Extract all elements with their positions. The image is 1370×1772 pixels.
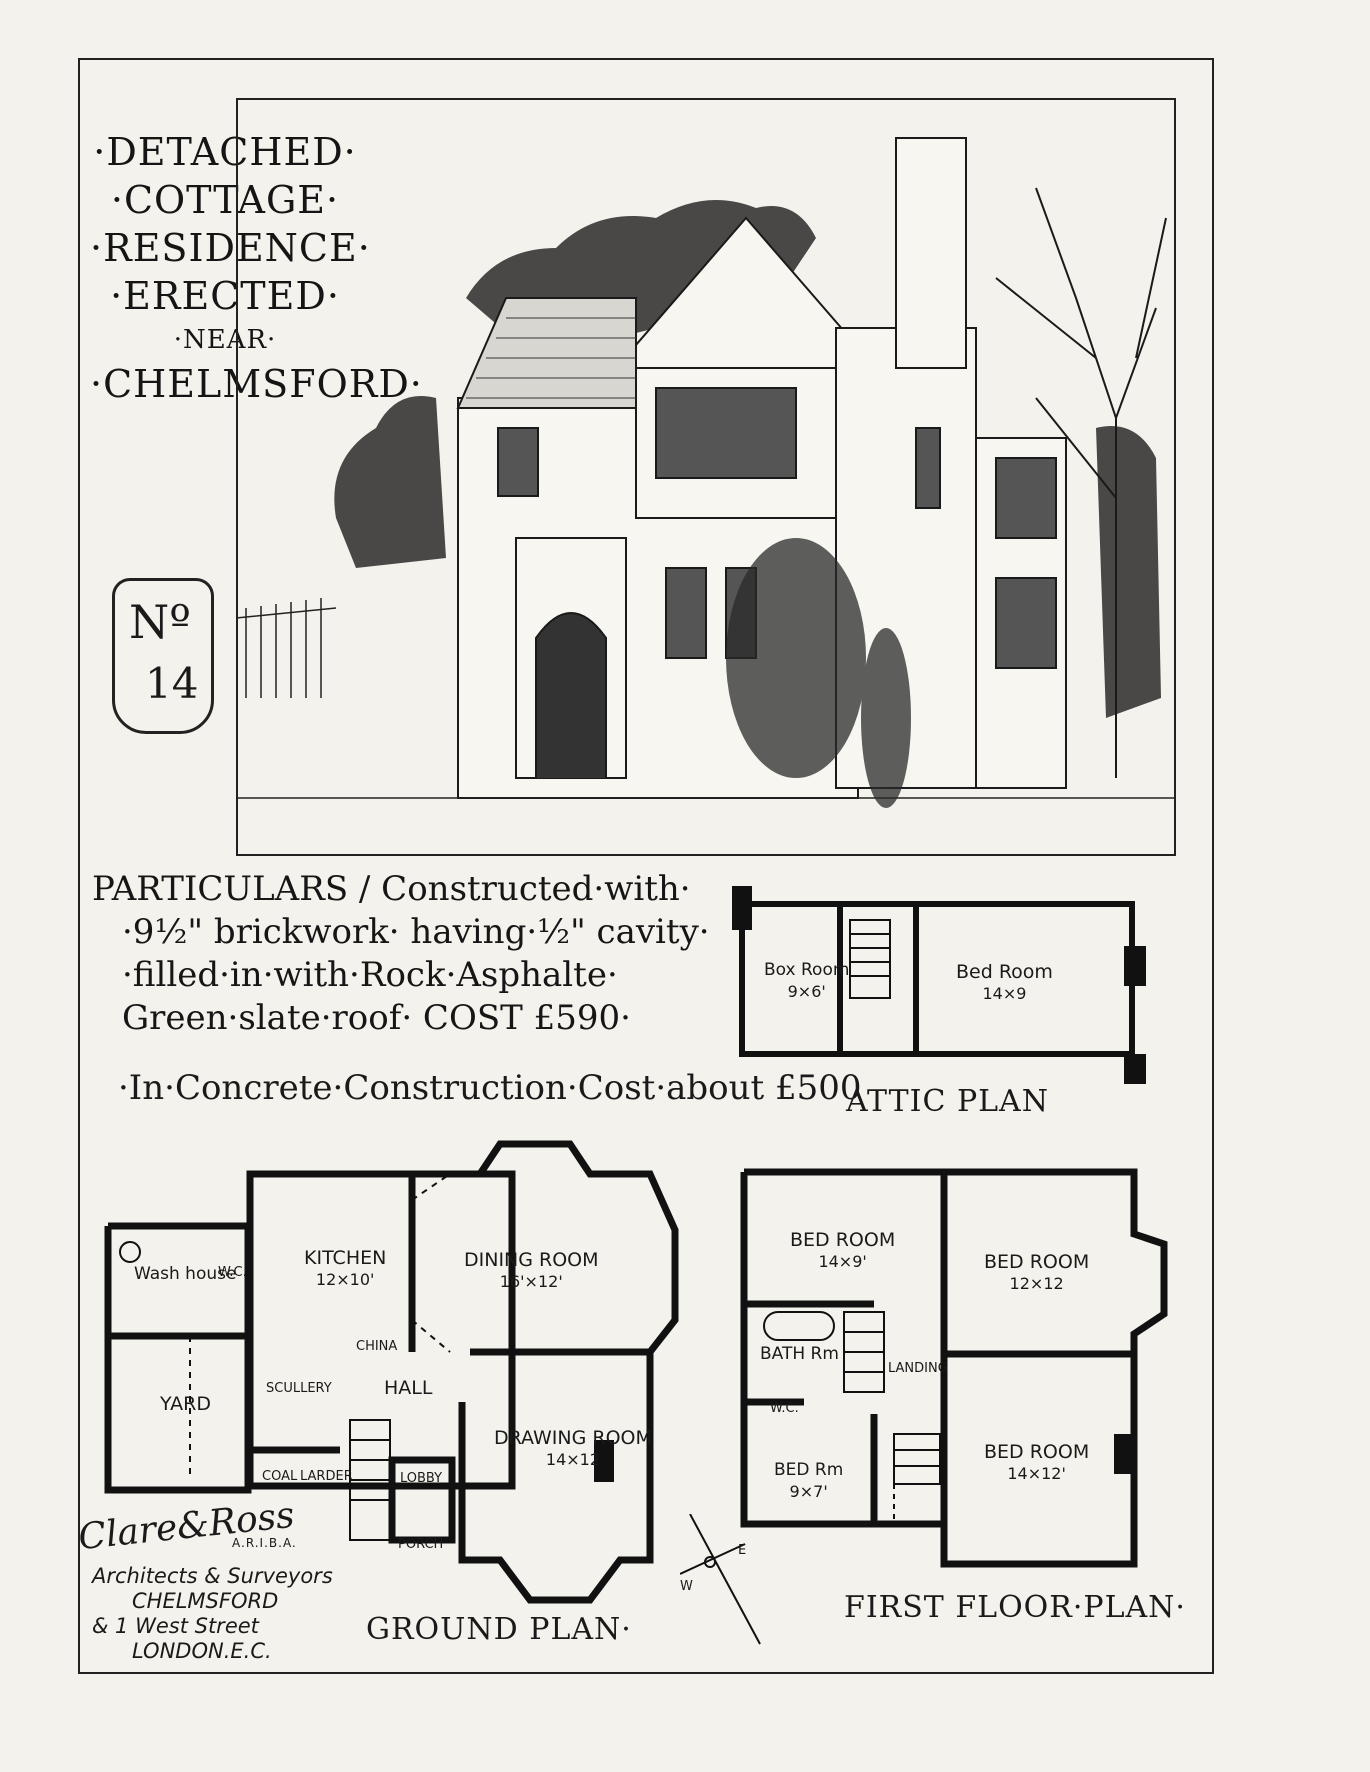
concrete-cost-line: ·In·Concrete·Construction·Cost·about £50… — [118, 1068, 862, 1108]
architect-address: Architects & Surveyors CHELMSFORD & 1 We… — [92, 1564, 333, 1664]
attic-box-room-name: Box Room — [764, 960, 850, 980]
page-frame — [78, 58, 1214, 1674]
ground-yard: YARD — [160, 1393, 211, 1415]
compass-east: E — [738, 1543, 747, 1558]
ground-kitchen: KITCHEN 12×10' — [304, 1248, 386, 1290]
first-bed-room-1-dims: 14×9' — [818, 1252, 867, 1271]
footer-line-2: CHELMSFORD — [132, 1589, 279, 1613]
first-bed-room-3-name: BED Rm — [774, 1460, 844, 1480]
number-plaque: Nº 14 — [112, 578, 214, 734]
particulars-line-3: ·filled·in·with·Rock·Asphalte· — [122, 955, 618, 995]
attic-plan-drawing — [732, 886, 1146, 1084]
attic-plan-label: ATTIC PLAN — [846, 1084, 1049, 1119]
ground-lobby: LOBBY — [400, 1471, 443, 1486]
first-bed-room-2-dims: 12×12 — [1009, 1274, 1064, 1293]
plaque-prefix: Nº — [129, 595, 191, 649]
attic-bed-room-dims: 14×9 — [982, 984, 1027, 1003]
first-bed-room-2-name: BED ROOM — [984, 1251, 1090, 1273]
first-bed-room-1: BED ROOM 14×9' — [790, 1230, 895, 1272]
ground-plan-label: GROUND PLAN· — [366, 1612, 632, 1647]
ground-china: CHINA — [356, 1339, 398, 1354]
particulars-line-1: PARTICULARS / Constructed·with· — [92, 869, 691, 909]
first-bed-room-3: BED Rm 9×7' — [774, 1460, 843, 1502]
particulars-line-2: ·9½" brickwork· having·½" cavity· — [122, 912, 710, 952]
ground-kitchen-dims: 12×10' — [315, 1270, 375, 1289]
title-line-5: ·NEAR· — [173, 325, 277, 355]
first-bed-room-4-dims: 14×12' — [1007, 1464, 1066, 1483]
first-landing: LANDING — [888, 1361, 948, 1376]
ground-wash-house: Wash house — [134, 1264, 237, 1284]
footer-line-4: LONDON.E.C. — [132, 1639, 272, 1663]
first-bath-room: BATH Rm — [760, 1344, 839, 1364]
title-line-1: ·DETACHED· — [93, 130, 357, 174]
ground-kitchen-name: KITCHEN — [304, 1247, 387, 1269]
attic-bed-room: Bed Room 14×9 — [956, 962, 1053, 1004]
title-line-2: ·COTTAGE· — [110, 178, 340, 222]
particulars-line-4: Green·slate·roof· COST £590· — [122, 998, 631, 1038]
first-wc: W.C. — [770, 1401, 799, 1416]
ground-larder: LARDER — [300, 1469, 353, 1484]
compass-icon — [680, 1514, 761, 1645]
first-bed-room-1-name: BED ROOM — [790, 1229, 896, 1251]
title-block: ·DETACHED· ·COTTAGE· ·RESIDENCE· ·ERECTE… — [90, 128, 422, 408]
architect-qualification: A.R.I.B.A. — [232, 1536, 297, 1550]
particulars-text: PARTICULARS / Constructed·with· ·9½" bri… — [92, 868, 752, 1040]
ground-hall: HALL — [384, 1377, 433, 1399]
title-line-4: ·ERECTED· — [110, 274, 340, 318]
first-bed-room-3-dims: 9×7' — [789, 1482, 828, 1501]
first-floor-plan-label: FIRST FLOOR·PLAN· — [844, 1590, 1186, 1625]
ground-wc: W.C. — [218, 1265, 247, 1280]
ground-dining-room-dims: 16'×12' — [499, 1272, 563, 1291]
attic-box-room-dims: 9×6' — [787, 982, 826, 1001]
house-illustration — [236, 98, 1176, 856]
ground-plan-drawing — [104, 1140, 679, 1604]
first-bed-room-4: BED ROOM 14×12' — [984, 1442, 1089, 1484]
title-line-3: ·RESIDENCE· — [90, 226, 371, 270]
ground-dining-room-name: DINING ROOM — [464, 1249, 599, 1271]
attic-box-room: Box Room 9×6' — [764, 960, 849, 1002]
ground-drawing-room: DRAWING ROOM 14×12 — [494, 1428, 652, 1470]
first-bed-room-4-name: BED ROOM — [984, 1441, 1090, 1463]
attic-bed-room-name: Bed Room — [956, 961, 1053, 983]
first-bed-room-2: BED ROOM 12×12 — [984, 1252, 1089, 1294]
ground-porch: PORCH — [398, 1537, 444, 1552]
ground-drawing-room-dims: 14×12 — [545, 1450, 601, 1469]
first-floor-plan-drawing — [740, 1168, 1168, 1568]
ground-dining-room: DINING ROOM 16'×12' — [464, 1250, 599, 1292]
compass-west: W — [680, 1579, 693, 1594]
plaque-number: 14 — [145, 659, 199, 708]
ground-scullery: SCULLERY — [266, 1381, 332, 1396]
ground-coal: COAL — [262, 1469, 298, 1484]
footer-line-3: & 1 West Street — [92, 1614, 259, 1638]
ground-drawing-room-name: DRAWING ROOM — [494, 1427, 652, 1449]
footer-line-1: Architects & Surveyors — [92, 1564, 333, 1588]
